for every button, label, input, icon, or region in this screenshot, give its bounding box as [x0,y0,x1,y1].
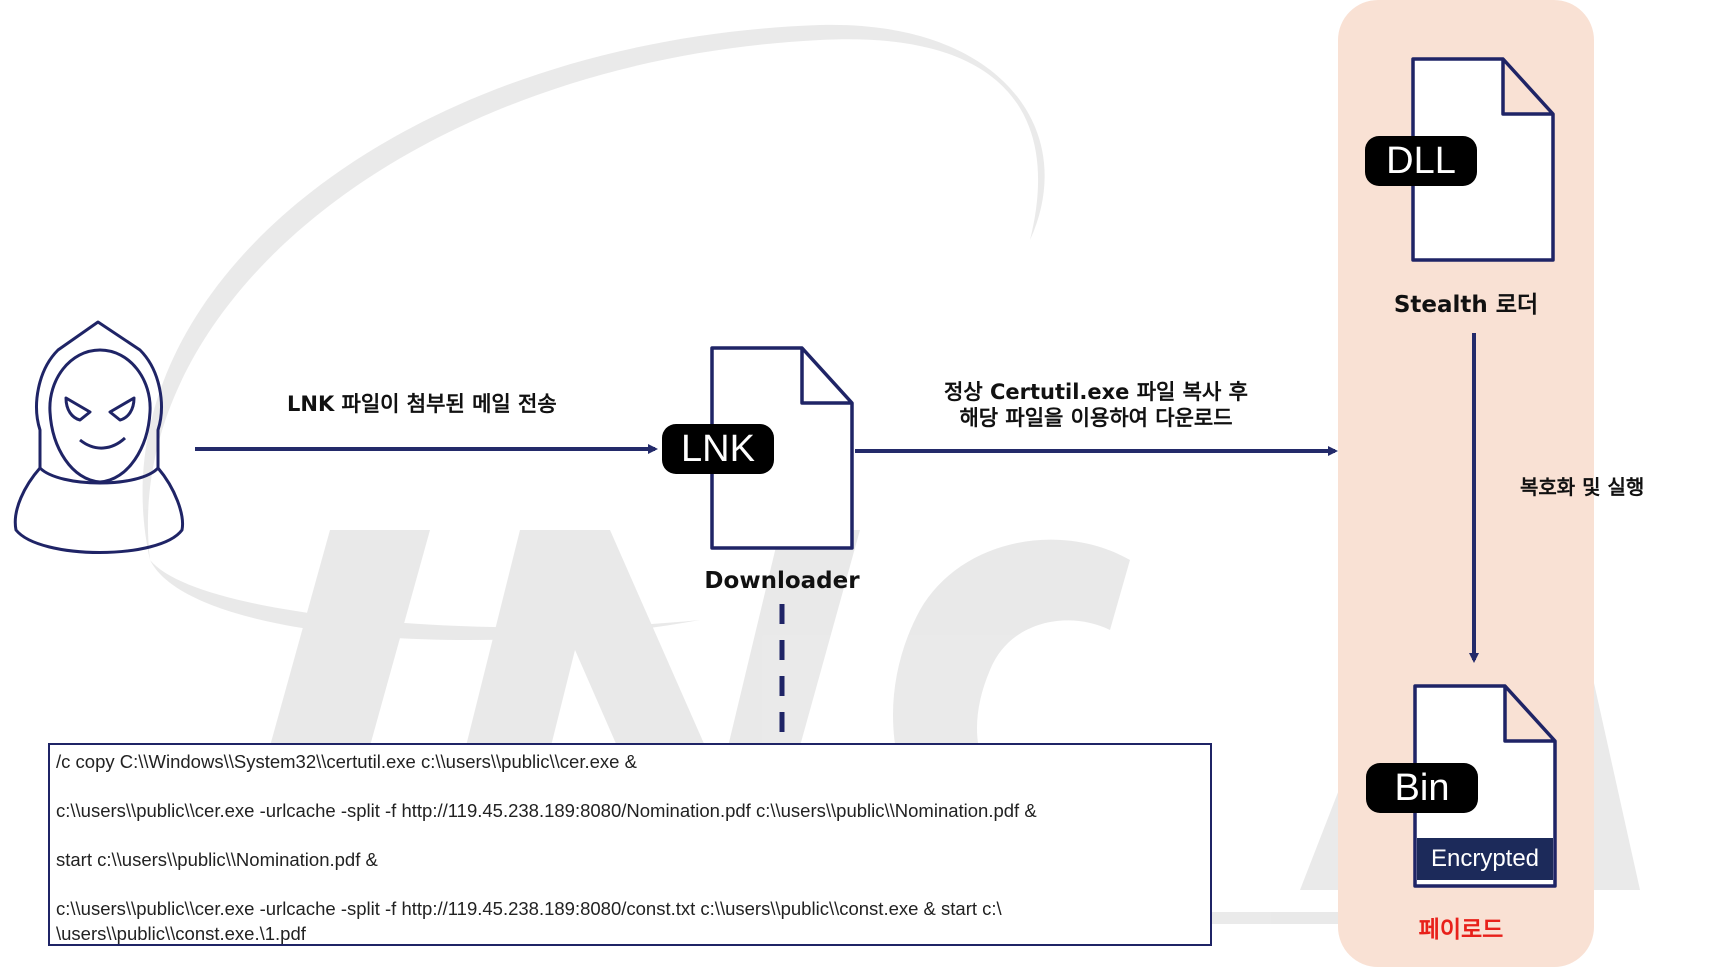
command-line: c:\\users\\public\\cer.exe -urlcache -sp… [56,898,1002,919]
hacker-icon [13,320,185,554]
command-box: /c copy C:\\Windows\\System32\\certutil.… [48,743,1212,946]
command-line: c:\\users\\public\\cer.exe -urlcache -sp… [56,800,1037,821]
lnk-node-label: Downloader [704,568,860,594]
bin-badge: Bin [1366,763,1478,813]
command-line: \users\\public\\const.exe.\1.pdf [56,923,306,944]
bin-file-icon [1413,684,1557,888]
edge-label-decrypt: 복호화 및 실행 [1520,475,1645,499]
dll-node-label: Stealth 로더 [1393,292,1539,318]
dll-badge: DLL [1365,136,1477,186]
command-line: /c copy C:\\Windows\\System32\\certutil.… [56,751,637,772]
lnk-badge: LNK [662,424,774,474]
command-line: start c:\\users\\public\\Nomination.pdf … [56,849,378,870]
dll-file-icon [1411,57,1555,262]
encrypted-band: Encrypted [1417,838,1553,880]
edge-label-send-mail: LNK 파일이 첨부된 메일 전송 [287,392,557,416]
edge-label-download-line2: 해당 파일을 이용하여 다운로드 [959,406,1233,430]
payload-label: 페이로드 [1418,917,1504,943]
lnk-file-icon [710,346,854,550]
edge-label-download-line1: 정상 Certutil.exe 파일 복사 후 [944,380,1248,404]
